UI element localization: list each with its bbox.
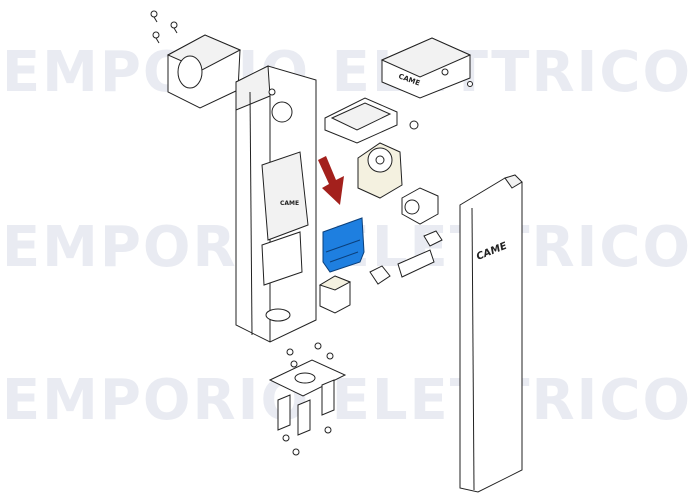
motor-housing bbox=[166, 34, 242, 109]
capacitor bbox=[369, 265, 391, 285]
highlight-arrow-icon bbox=[318, 156, 344, 205]
brand-label: CAME bbox=[280, 200, 299, 207]
junction-box bbox=[261, 151, 309, 241]
control-board bbox=[322, 217, 365, 273]
top-cover: CAME bbox=[380, 37, 473, 99]
gasket-tray bbox=[324, 97, 419, 144]
screws bbox=[150, 10, 178, 44]
gearmotor bbox=[357, 142, 403, 199]
base-plate bbox=[268, 342, 347, 456]
front-cover-panel: CAME bbox=[459, 174, 523, 493]
watermark: EMPORIO ELETTRICO bbox=[1, 368, 693, 433]
brackets bbox=[397, 230, 443, 278]
cabinet-column: CAME bbox=[235, 65, 317, 343]
motor bbox=[401, 187, 439, 225]
transformer bbox=[318, 275, 352, 314]
watermark: EMPORIO ELETTRICO bbox=[1, 40, 693, 105]
